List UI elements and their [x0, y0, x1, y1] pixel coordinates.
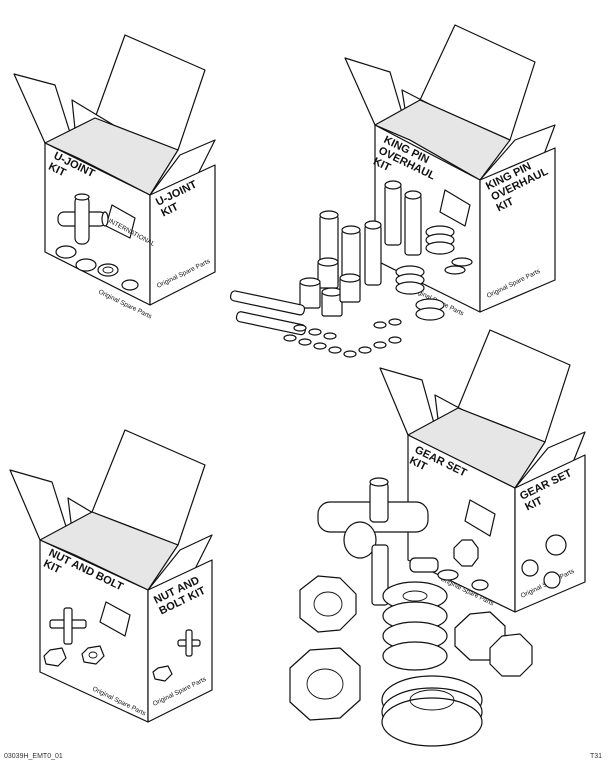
- nut-and-bolt-kit-box: NUT AND BOLT KIT NUT AND BOLT KIT Origin…: [9, 429, 213, 723]
- u-joint-kit-box: U-JOINT KIT U-JOINT KIT INTERNATIONAL Or…: [13, 34, 216, 321]
- differential-gear-icon: [289, 477, 567, 747]
- figure-code-left: 03039H_EMT0_01: [4, 753, 63, 760]
- figure-code-right: T31: [590, 753, 602, 760]
- cross-universal-joint-icon: [57, 193, 109, 245]
- king-pin-kit-box: KING PIN OVERHAUL KIT KING PIN OVERHAUL …: [229, 24, 556, 358]
- international-logo-icon: [439, 189, 471, 227]
- international-logo-icon: [464, 499, 496, 537]
- thrust-washers-icon: [395, 225, 473, 321]
- nut-and-bolt-icon: [43, 607, 201, 682]
- king-pin-bushings-icon: [299, 180, 422, 317]
- international-logo-icon: [99, 601, 131, 637]
- grease-fittings-icon: [229, 290, 402, 358]
- bearing-caps-icon: [55, 245, 139, 291]
- gear-set-kit-box: GEAR SET KIT GEAR SET KIT Original Spare…: [289, 329, 586, 747]
